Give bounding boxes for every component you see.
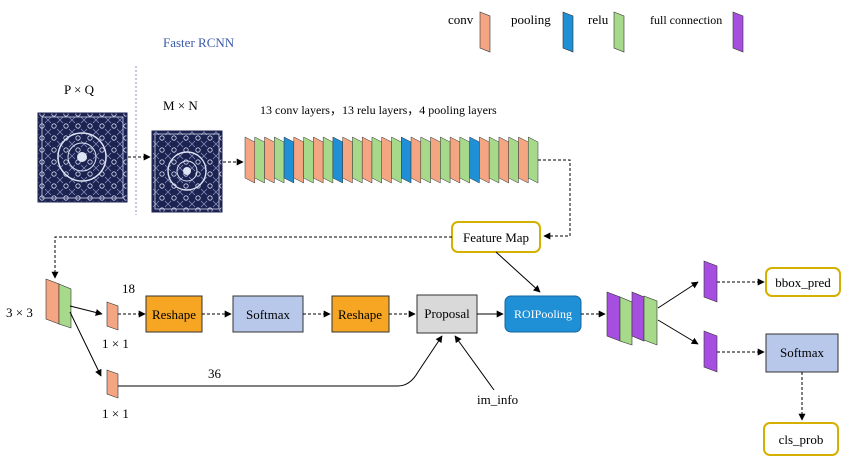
cls-fc-layer — [703, 330, 718, 373]
backbone-conv-layer — [342, 136, 353, 184]
input-image — [37, 112, 128, 203]
arrow-to-feature-map — [538, 159, 571, 240]
backbone-relu-layer — [352, 136, 363, 184]
roi-pooling-label: ROIPooling — [514, 307, 572, 321]
backbone-pooling-layer — [401, 136, 412, 184]
arrow-fmap-to-roi — [495, 251, 541, 293]
arrow-to-rpn-conv — [51, 236, 452, 279]
legend-fc-swatch — [732, 11, 744, 53]
legend-pooling-swatch — [562, 11, 574, 53]
fc-relu-1 — [619, 296, 633, 346]
input-size-label: P × Q — [64, 82, 95, 97]
arrow-reg-to-proposal — [118, 335, 443, 387]
kernel-1x1-top-label: 1 × 1 — [102, 336, 129, 351]
backbone-conv-layer — [518, 136, 529, 184]
fc-relu-2 — [643, 295, 658, 346]
im-info-label: im_info — [477, 392, 518, 407]
fc-layer-2 — [631, 291, 645, 342]
softmax-2-node — [765, 333, 839, 373]
feature-map-label: Feature Map — [463, 230, 529, 245]
backbone-relu-layer — [420, 136, 431, 184]
backbone-conv-layer — [430, 136, 441, 184]
legend-conv-label: conv — [448, 12, 474, 27]
bbox-fc-layer — [703, 260, 718, 303]
arrow-to-reg-conv — [69, 311, 102, 377]
backbone-relu-layer — [371, 136, 382, 184]
legend-pooling-label: pooling — [511, 12, 551, 27]
backbone-relu-layer — [459, 136, 470, 184]
backbone-relu-layer — [303, 136, 314, 184]
backbone-label: 13 conv layers，13 relu layers，4 pooling … — [260, 103, 497, 117]
kernel-3x3-label: 3 × 3 — [6, 305, 33, 320]
arrow-im-info — [454, 335, 495, 391]
cls-conv-layer — [106, 301, 119, 331]
legend: conv pooling relu full connection — [448, 11, 744, 53]
backbone-relu-layer — [508, 136, 519, 184]
backbone-conv-layer — [293, 136, 304, 184]
reshape-2-label: Reshape — [338, 307, 382, 322]
reshape-1-node — [145, 295, 203, 333]
arrow-to-cls-fc — [657, 319, 699, 345]
backbone-pooling-layer — [469, 136, 480, 184]
legend-relu-label: relu — [588, 12, 609, 27]
fc-layer-1 — [606, 291, 621, 342]
backbone-conv-layer — [410, 136, 422, 184]
backbone-conv-layer — [313, 136, 324, 184]
backbone-conv-layer — [449, 136, 461, 184]
channels-36-label: 36 — [208, 366, 222, 381]
backbone-conv-layer — [361, 136, 373, 184]
rpn-conv-layer — [45, 278, 60, 325]
reshape-2-node — [331, 295, 390, 333]
bbox-pred-label: bbox_pred — [775, 275, 831, 290]
backbone-relu-layer — [391, 136, 402, 184]
reshape-1-label: Reshape — [152, 307, 196, 322]
bbox-pred-node — [765, 267, 841, 297]
proposal-node — [416, 294, 478, 334]
arrow-to-cls-conv — [69, 305, 103, 316]
backbone-relu-layer — [440, 136, 451, 184]
backbone-pooling-layer — [332, 136, 343, 184]
fc-stack — [606, 291, 658, 346]
legend-relu-swatch — [613, 11, 625, 53]
softmax-1-label: Softmax — [246, 307, 291, 322]
softmax-2-label: Softmax — [780, 345, 825, 360]
channels-18-label: 18 — [122, 281, 135, 296]
legend-fc-label: full connection — [650, 13, 722, 27]
backbone-relu-layer — [488, 136, 500, 184]
backbone-conv-layer — [264, 136, 275, 184]
backbone-pooling-layer — [283, 136, 295, 184]
kernel-1x1-bottom-label: 1 × 1 — [102, 406, 129, 421]
backbone-conv-layer — [479, 136, 490, 184]
rpn-relu-layer — [58, 283, 72, 329]
resized-size-label: M × N — [163, 98, 198, 113]
legend-conv-swatch — [479, 11, 491, 53]
backbone-layers — [244, 136, 539, 184]
backbone-relu-layer — [527, 136, 539, 184]
arrow-to-bbox-fc — [657, 281, 699, 309]
softmax-1-node — [232, 295, 304, 333]
backbone-conv-layer — [381, 136, 392, 184]
reg-conv-layer — [106, 369, 119, 399]
backbone-conv-layer — [498, 136, 509, 184]
backbone-relu-layer — [322, 136, 334, 184]
backbone-relu-layer — [274, 136, 285, 184]
backbone-conv-layer — [244, 136, 256, 184]
proposal-label: Proposal — [424, 306, 470, 321]
diagram-title: Faster RCNN — [163, 35, 235, 50]
cls-prob-node — [763, 422, 839, 456]
cls-prob-label: cls_prob — [779, 432, 824, 447]
backbone-relu-layer — [254, 136, 265, 184]
resized-image — [151, 130, 223, 213]
